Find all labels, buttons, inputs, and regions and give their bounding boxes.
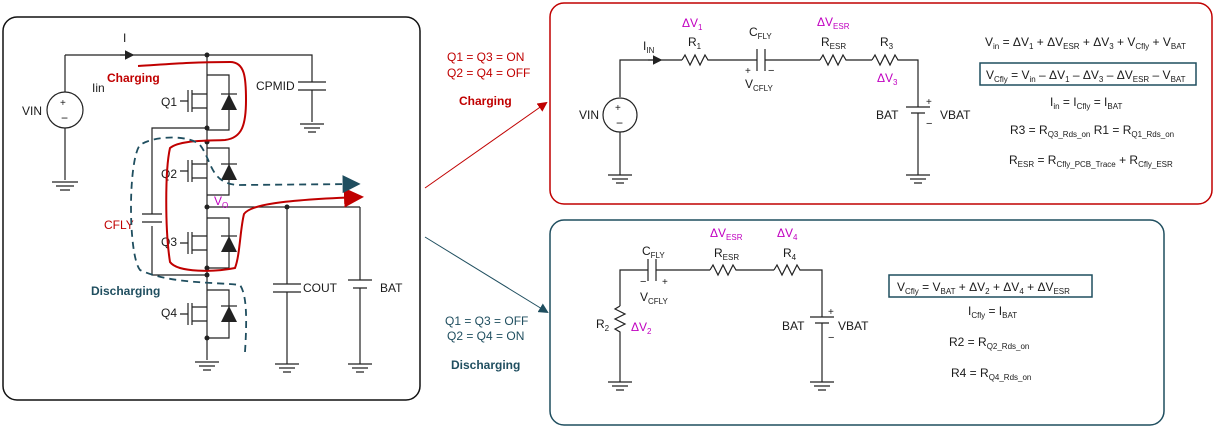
bot-dvesr-label: ΔV xyxy=(710,226,726,240)
iin-label: Iin xyxy=(92,81,105,95)
top-eq-vcfly: VCfly = Vin – ΔV1 – ΔV3 – ΔVESR – VBAT xyxy=(986,68,1186,84)
top-vin-label: VIN xyxy=(579,108,599,122)
top-eq-resr: RESR = RCfly_PCB_Trace + RCfly_ESR xyxy=(1009,153,1173,169)
svg-text:−: − xyxy=(926,118,932,130)
svg-text:ΔVESR: ΔVESR xyxy=(817,15,850,31)
discharging-current-path xyxy=(130,136,361,353)
discharging-state-2: Q2 = Q4 = ON xyxy=(447,329,524,343)
svg-text:RESR: RESR xyxy=(714,246,739,262)
charging-equivalent-panel: + − + − + − ΔV1 IIN R1 CFLY ΔVESR RESR R… xyxy=(549,2,1213,205)
top-eq-vcfly-box xyxy=(979,62,1197,86)
cfly-label: CFLY xyxy=(104,218,134,232)
middle-annotations: Q1 = Q3 = ON Q2 = Q4 = OFF Charging Q1 =… xyxy=(424,50,549,372)
svg-text:+: + xyxy=(926,97,932,108)
svg-text:ΔV1: ΔV1 xyxy=(682,16,703,32)
bot-r4-label: R xyxy=(783,246,792,260)
svg-text:−: − xyxy=(640,276,646,288)
bot-r2-label: R xyxy=(596,317,605,331)
bot-cfly-label: C xyxy=(642,244,651,258)
svg-text:−: − xyxy=(616,116,623,130)
top-vcfly-label: V xyxy=(745,77,753,91)
bot-eq-vcfly: VCfly = VBAT + ΔV2 + ΔV4 + ΔVESR xyxy=(897,280,1070,296)
svg-text:VO: VO xyxy=(214,194,228,210)
q2-mosfet xyxy=(180,147,237,196)
charging-arrow xyxy=(424,101,548,189)
top-r1-label: R xyxy=(688,35,697,49)
bot-dv2-label: ΔV xyxy=(631,320,647,334)
top-dvesr-label: ΔV xyxy=(817,15,833,29)
svg-text:+: + xyxy=(615,103,621,114)
svg-text:ΔV2: ΔV2 xyxy=(631,320,652,336)
top-resr-label: R xyxy=(821,35,830,49)
svg-text:RESR: RESR xyxy=(821,35,846,51)
current-label: I xyxy=(123,31,126,45)
svg-text:+: + xyxy=(745,66,751,77)
svg-text:R4: R4 xyxy=(783,246,797,262)
q1-mosfet xyxy=(180,74,237,131)
top-eq-r3-r1: R3 = RQ3_Rds_on R1 = RQ1_Rds_on xyxy=(1010,123,1174,139)
svg-text:−: − xyxy=(768,65,774,77)
top-eq-current: Iin = ICfly = IBAT xyxy=(1050,95,1122,111)
svg-text:VCFLY: VCFLY xyxy=(640,290,669,306)
cpmid-label: CPMID xyxy=(256,79,295,93)
svg-text:R2: R2 xyxy=(596,317,610,333)
bot-eq-current: ICfly = IBAT xyxy=(968,304,1017,320)
charging-path-label: Charging xyxy=(107,71,160,85)
top-dv1-label: ΔV xyxy=(682,16,698,30)
q2-label: Q2 xyxy=(161,167,177,181)
cout-label: COUT xyxy=(303,281,338,295)
bot-vbat-label: VBAT xyxy=(838,319,869,333)
charging-mode-label: Charging xyxy=(459,94,512,108)
bot-eq-r2: R2 = RQ2_Rds_on xyxy=(949,335,1029,351)
svg-text:−: − xyxy=(61,111,68,125)
q4-mosfet xyxy=(180,289,237,339)
charging-state-2: Q2 = Q4 = OFF xyxy=(447,66,530,80)
charging-current-path xyxy=(137,60,364,272)
top-vbat-label: VBAT xyxy=(940,108,971,122)
left-schematic-panel: I + − VIN Iin CPMID Q1 xyxy=(2,16,421,401)
bot-bat-label: BAT xyxy=(782,319,805,333)
q3-label: Q3 xyxy=(161,235,177,249)
svg-text:ΔVESR: ΔVESR xyxy=(710,226,743,242)
q3-mosfet xyxy=(180,217,237,269)
top-cfly-label: C xyxy=(749,25,758,39)
svg-text:CFLY: CFLY xyxy=(749,25,772,41)
bot-dv4-label: ΔV xyxy=(777,226,793,240)
q4-label: Q4 xyxy=(161,306,177,320)
top-eq-kvl: Vin = ΔV1 + ΔVESR + ΔV3 + VCfly + VBAT xyxy=(985,35,1186,51)
discharging-mode-label: Discharging xyxy=(451,358,520,372)
svg-text:VCFLY: VCFLY xyxy=(745,77,774,93)
bat-label: BAT xyxy=(380,281,403,295)
svg-text:ΔV4: ΔV4 xyxy=(777,226,798,242)
svg-text:ΔV3: ΔV3 xyxy=(877,71,898,87)
q1-label: Q1 xyxy=(161,95,177,109)
svg-text:IIN: IIN xyxy=(643,39,655,55)
top-dv3-label: ΔV xyxy=(877,71,893,85)
svg-text:R1: R1 xyxy=(688,35,702,51)
discharging-path-label: Discharging xyxy=(91,284,160,298)
svg-text:−: − xyxy=(828,332,834,344)
top-bat-label: BAT xyxy=(876,108,899,122)
charging-state-1: Q1 = Q3 = ON xyxy=(447,50,524,64)
svg-text:R3: R3 xyxy=(880,35,894,51)
bot-resr-label: R xyxy=(714,246,723,260)
svg-text:+: + xyxy=(60,98,66,109)
discharging-arrow xyxy=(424,236,549,314)
discharging-state-1: Q1 = Q3 = OFF xyxy=(445,314,528,328)
svg-text:+: + xyxy=(828,307,834,318)
vo-label: V xyxy=(214,194,222,208)
discharging-equivalent-panel: − + + − ΔVESR ΔV4 CFLY RESR R4 VCFLY R2 … xyxy=(549,219,1165,426)
vin-label: VIN xyxy=(22,104,42,118)
bot-eq-vcfly-box xyxy=(888,274,1093,298)
svg-text:+: + xyxy=(662,277,668,288)
svg-text:CFLY: CFLY xyxy=(642,244,665,260)
top-r3-label: R xyxy=(880,35,889,49)
top-iin-label: I xyxy=(643,39,646,53)
bot-vcfly-label: V xyxy=(640,290,648,304)
bot-eq-r4: R4 = RQ4_Rds_on xyxy=(951,366,1031,382)
